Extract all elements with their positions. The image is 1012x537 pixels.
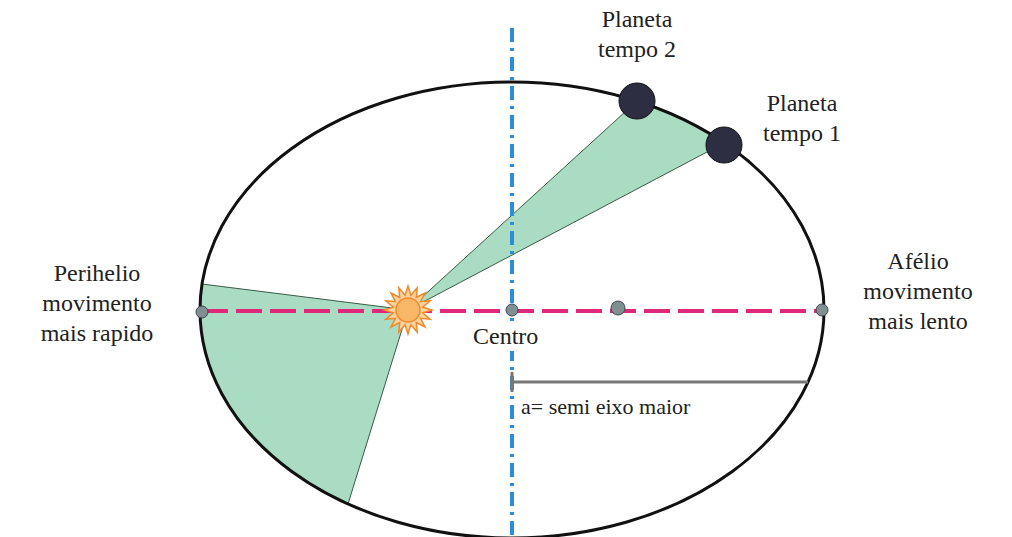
planet [619,83,655,119]
semi-axis-line [512,381,808,384]
aphelion-label: Afélio movimento mais lento [838,246,998,336]
perihelion-label: Perihelio movimento mais rapido [22,258,172,348]
minor-axis-line [510,28,514,537]
focus-dot [611,301,625,315]
sun-rays [384,286,432,334]
planet [706,127,742,163]
center-dot [506,304,518,316]
area-sector [408,101,724,310]
semi-axis-label: a= semi eixo maior [518,392,693,422]
area-sector [200,284,408,504]
sun-symbol [384,286,432,334]
planet-label: Planeta tempo 2 [592,4,682,64]
aphelion-dot [816,304,828,316]
perihelion-dot [196,306,208,318]
sun-core [396,298,420,322]
semi-axis-tick [511,372,514,392]
center-label: Centro [470,321,541,351]
planet-label: Planeta tempo 1 [752,88,852,148]
